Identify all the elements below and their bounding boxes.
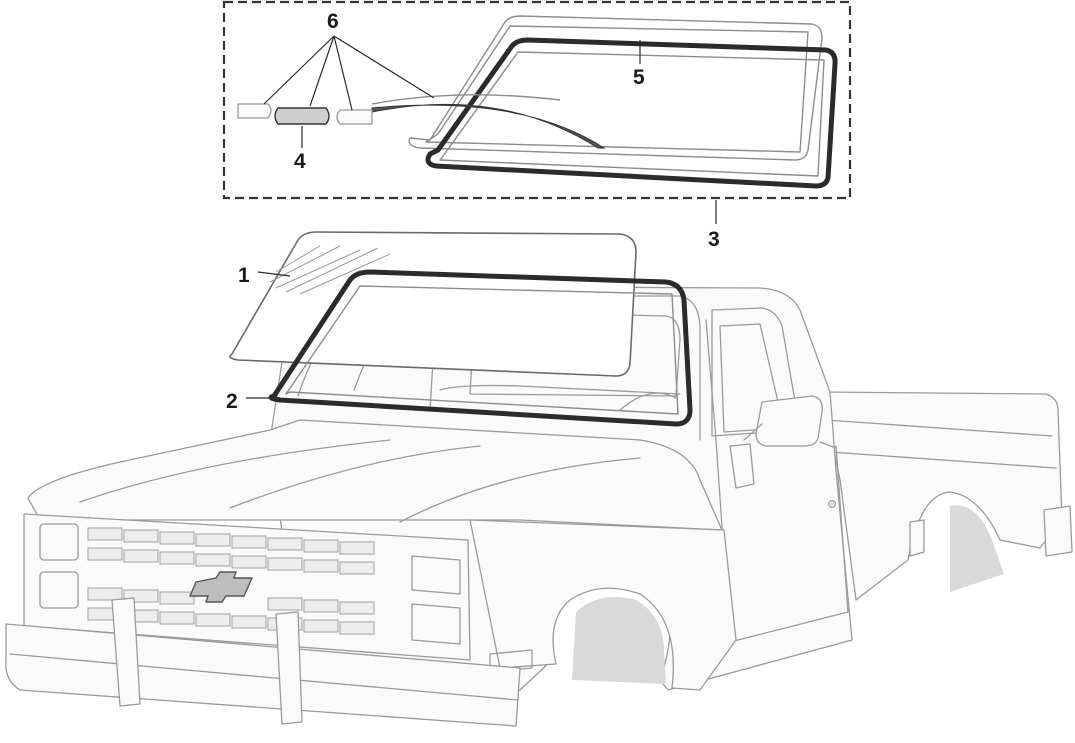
rear-bumper-stub: [1043, 505, 1073, 557]
dash-and-wheel: [439, 384, 681, 411]
bumper-guard-right: [275, 611, 303, 725]
headlight-lower-left: [39, 571, 79, 609]
grille-cell: [267, 557, 303, 571]
hood: [27, 419, 723, 531]
grille-cell: [87, 547, 123, 561]
lock-strip-edge: [371, 94, 561, 105]
grille-cell: [195, 553, 231, 567]
grille-cell: [87, 527, 123, 541]
headlight-lower-right: [411, 603, 461, 645]
side-mirror: [755, 395, 823, 447]
callout-4: 4: [294, 150, 306, 173]
bumper-crease: [9, 653, 519, 701]
grille-cell: [123, 549, 159, 563]
grille-cell: [303, 539, 339, 553]
headlight-upper-right: [411, 555, 461, 595]
truck-body: [5, 285, 1073, 727]
molding-segment-left: [237, 103, 272, 119]
callout-6: 6: [327, 10, 339, 33]
grille-cell: [231, 535, 267, 549]
front-wheel-well: [572, 596, 666, 684]
leader-1: [257, 271, 291, 277]
molding-segment-right: [336, 109, 373, 125]
callout-2: 2: [226, 390, 238, 413]
door-lock-button: [828, 500, 836, 508]
bed-marker-light: [909, 519, 925, 557]
callout-3: 3: [708, 228, 720, 251]
callout-5: 5: [633, 66, 645, 89]
grille-cell: [339, 601, 375, 615]
grille-cell: [195, 533, 231, 547]
bed-body-lines: [825, 419, 1057, 469]
grille-cell: [267, 597, 303, 611]
grille-cell: [231, 555, 267, 569]
grille-cell: [267, 537, 303, 551]
leader-6: [263, 35, 435, 111]
reveal-molding: [408, 15, 823, 161]
grille-cell: [159, 531, 195, 545]
front-fender: [469, 519, 737, 691]
hood-creases: [79, 439, 641, 523]
bowtie-emblem-icon: [188, 571, 254, 603]
weatherstrip-seal: [425, 37, 838, 189]
headlight-upper-left: [39, 523, 79, 561]
molding-joint-clip: [274, 107, 330, 125]
inset-dashed-border: [222, 0, 852, 200]
grille-cell: [159, 551, 195, 565]
grille-cell: [231, 615, 267, 629]
grille-cell: [159, 611, 195, 625]
callout-1: 1: [238, 264, 250, 287]
grille-cell: [303, 619, 339, 633]
windshield-weatherstrip: [268, 269, 693, 427]
grille-cell: [339, 561, 375, 575]
weatherstrip-inner-lip: [285, 285, 679, 415]
weatherstrip-inner-edge: [439, 51, 825, 177]
grille-cell: [303, 559, 339, 573]
rear-wheel-well: [950, 505, 1004, 592]
mirror-arm: [743, 423, 837, 449]
grille-cell: [159, 591, 195, 605]
molding-segments: [237, 103, 373, 125]
grille-cell: [195, 613, 231, 627]
grille-cell: [123, 529, 159, 543]
windshield-glass: [229, 231, 637, 377]
grille-cell: [339, 621, 375, 635]
lock-strip: [371, 103, 606, 149]
door-window-frame: [711, 307, 801, 437]
bumper-guard-left: [111, 597, 141, 707]
grille-cell: [339, 541, 375, 555]
grille-cell: [87, 587, 123, 601]
truck-bed-side: [821, 391, 1063, 601]
grille-cell: [303, 599, 339, 613]
inset-detail: 6 4 5: [222, 0, 852, 224]
door-vent-panel: [729, 443, 755, 489]
glass-reflection-lines: [269, 245, 391, 295]
windshield-parts: [229, 231, 693, 427]
